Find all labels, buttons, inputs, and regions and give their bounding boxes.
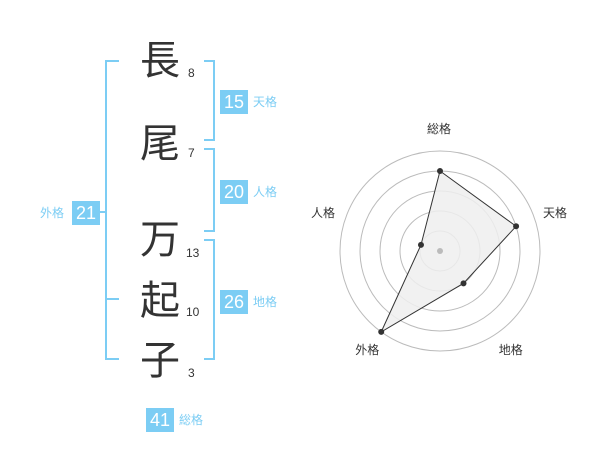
gai-kaku-value: 21 xyxy=(72,201,100,225)
jin-kaku-label: 人格 xyxy=(253,185,278,199)
sou-kaku-value: 41 xyxy=(146,408,174,432)
name-char-4: 起 xyxy=(140,278,180,324)
name-char-3: 万 xyxy=(140,217,180,263)
ten-kaku-label: 天格 xyxy=(253,95,278,109)
stroke-count-4: 10 xyxy=(186,305,200,319)
radar-axis-label-4: 人格 xyxy=(310,206,335,221)
stroke-count-5: 3 xyxy=(188,366,195,380)
chi-kaku-value: 26 xyxy=(220,290,248,314)
sou-kaku-label: 総格 xyxy=(179,413,204,427)
radar-polygon xyxy=(380,170,517,334)
ten-kaku-value: 15 xyxy=(220,90,248,114)
radar-point-0 xyxy=(437,168,443,174)
radar-axis-label-3: 外格 xyxy=(355,342,380,357)
gai-bracket xyxy=(105,60,119,360)
name-char-1: 長 xyxy=(140,38,180,84)
radar-point-3 xyxy=(378,328,385,335)
ten-bracket xyxy=(204,60,215,141)
radar-point-2 xyxy=(460,280,467,287)
name-char-2: 尾 xyxy=(140,121,180,167)
stroke-count-1: 8 xyxy=(188,66,195,80)
radar-axis-label-2: 地格 xyxy=(498,342,523,357)
radar-point-1 xyxy=(513,223,520,230)
jin-bracket xyxy=(204,148,215,232)
radar-ring-5 xyxy=(339,150,541,352)
chi-kaku-label: 地格 xyxy=(253,295,278,309)
jin-kaku-value: 20 xyxy=(220,180,248,204)
stroke-count-3: 13 xyxy=(186,246,200,260)
radar-data xyxy=(378,168,520,335)
stroke-count-2: 7 xyxy=(188,146,195,160)
radar-axis-label-1: 天格 xyxy=(543,206,568,221)
radar-point-4 xyxy=(417,241,424,248)
name-char-5: 子 xyxy=(140,338,180,384)
chi-bracket xyxy=(204,239,215,360)
gai-kaku-label: 外格 xyxy=(40,206,65,220)
radar-center xyxy=(437,248,443,254)
radar-axis-label-0: 総格 xyxy=(427,122,452,136)
